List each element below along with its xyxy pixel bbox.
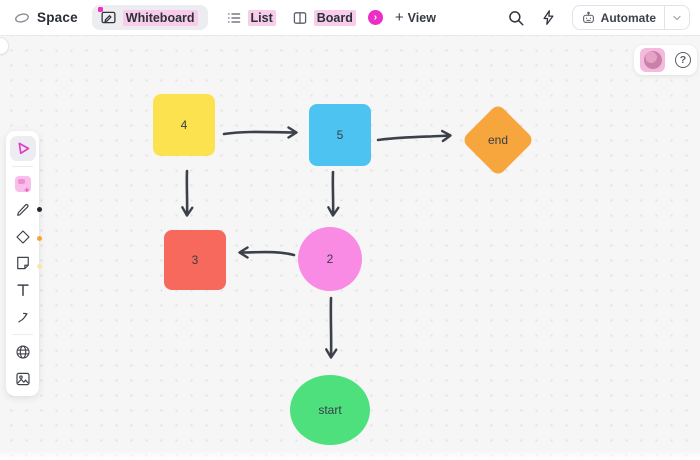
- bottom-fade: [0, 452, 700, 460]
- space-icon: [15, 12, 29, 23]
- image-icon: [15, 372, 30, 385]
- connector-icon: [17, 312, 28, 323]
- edge-5-to-end: [376, 129, 452, 143]
- user-avatar[interactable]: [640, 48, 665, 72]
- chevron-right-icon: ›: [373, 11, 378, 23]
- node-label: start: [318, 403, 342, 417]
- diamond-icon: [15, 230, 30, 244]
- presence-pill: ?: [634, 45, 697, 75]
- tool-embed[interactable]: [10, 340, 36, 365]
- text-icon: [16, 284, 29, 297]
- tool-card[interactable]: [10, 251, 36, 276]
- board-icon: [293, 11, 307, 24]
- automate-button[interactable]: Automate: [571, 5, 690, 30]
- node-square-3[interactable]: 3: [164, 230, 226, 290]
- robot-icon: [582, 11, 594, 23]
- plus-icon: +: [394, 9, 404, 26]
- tools-panel: [6, 131, 39, 396]
- help-button[interactable]: ?: [675, 52, 691, 68]
- node-label: 2: [326, 252, 334, 266]
- tab-list-label: List: [247, 9, 276, 26]
- node-square-5[interactable]: 5: [309, 104, 371, 166]
- templates-icon: [14, 175, 31, 192]
- pen-color-dot: [37, 207, 42, 212]
- automate-label: Automate: [600, 10, 656, 25]
- node-ellipse-start[interactable]: start: [290, 375, 370, 445]
- tab-board-label: Board: [313, 9, 356, 26]
- pen-icon: [16, 204, 28, 217]
- edge-2-to-3: [238, 246, 296, 259]
- node-diamond-end[interactable]: end: [461, 103, 535, 177]
- search-icon: [508, 10, 524, 25]
- add-view-label: View: [407, 10, 436, 25]
- whiteboard-canvas[interactable]: ?: [0, 36, 700, 460]
- list-icon: [227, 12, 240, 23]
- node-label: 4: [180, 118, 188, 132]
- card-color-dot: [37, 264, 42, 269]
- add-view-button[interactable]: + View: [395, 10, 436, 25]
- tool-pen[interactable]: [10, 198, 36, 223]
- collapsed-panel-button[interactable]: [0, 37, 9, 55]
- search-button[interactable]: [506, 8, 526, 28]
- tab-whiteboard-label: Whiteboard: [122, 9, 198, 26]
- sticky-note-icon: [16, 257, 29, 270]
- question-icon: ?: [679, 54, 687, 66]
- node-circle-2[interactable]: 2: [298, 227, 362, 291]
- top-bar: Space Whiteboard List: [0, 0, 700, 36]
- tool-text[interactable]: [10, 278, 36, 303]
- cursor-icon: [18, 142, 30, 154]
- tool-select[interactable]: [9, 136, 36, 161]
- globe-icon: [15, 345, 30, 359]
- tab-board[interactable]: Board: [292, 9, 356, 26]
- breadcrumb[interactable]: Space: [14, 10, 78, 25]
- chevron-down-icon[interactable]: [665, 12, 689, 24]
- header-actions: Automate: [506, 5, 690, 30]
- tool-shape[interactable]: [10, 225, 36, 250]
- space-title: Space: [37, 10, 78, 25]
- tabs-overflow-button[interactable]: ›: [367, 10, 383, 25]
- automations-quick-button[interactable]: [539, 8, 559, 28]
- shape-color-dot: [37, 236, 42, 241]
- edge-4-to-5: [222, 126, 298, 139]
- node-label: 3: [191, 253, 199, 267]
- tool-image[interactable]: [10, 366, 36, 391]
- node-label: end: [487, 133, 509, 147]
- tab-list[interactable]: List: [226, 9, 276, 26]
- tab-whiteboard[interactable]: Whiteboard: [91, 5, 208, 30]
- bolt-icon: [543, 10, 554, 25]
- node-label: 5: [336, 128, 344, 142]
- tool-templates[interactable]: [10, 172, 36, 197]
- node-square-4[interactable]: 4: [153, 94, 215, 156]
- tool-connector[interactable]: [10, 304, 36, 329]
- whiteboard-icon: [97, 7, 117, 26]
